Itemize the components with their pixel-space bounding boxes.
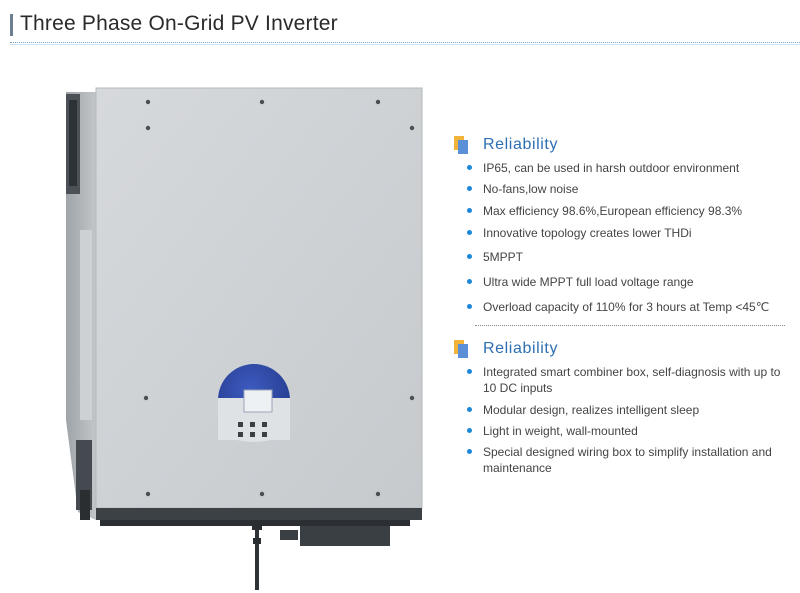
section-title: Reliability: [483, 136, 559, 153]
header-divider-light: [10, 44, 800, 45]
page-title: Three Phase On-Grid PV Inverter: [20, 12, 338, 35]
section-divider: [475, 325, 785, 326]
document-icon: [454, 136, 468, 154]
title-accent-bar: [10, 14, 13, 36]
header-divider: [10, 42, 800, 43]
list-item: Light in weight, wall-mounted: [450, 423, 790, 439]
bullet-dot-icon: [467, 165, 472, 170]
list-item: Max efficiency 98.6%,European efficiency…: [450, 203, 790, 219]
bullet-dot-icon: [467, 208, 472, 213]
bullet-dot-icon: [467, 428, 472, 433]
bullet-dot-icon: [467, 186, 472, 191]
list-item: No-fans,low noise: [450, 181, 790, 197]
list-item: Overload capacity of 110% for 3 hours at…: [450, 299, 790, 315]
section-header: Reliability: [450, 338, 790, 364]
bullet-dot-icon: [467, 304, 472, 309]
bullet-dot-icon: [467, 279, 472, 284]
page-header: Three Phase On-Grid PV Inverter: [0, 0, 800, 45]
inverter-product-image: [66, 87, 423, 590]
features-section-1: Reliability IP65, can be used in harsh o…: [450, 134, 790, 314]
features-section-2: Reliability Integrated smart combiner bo…: [450, 338, 790, 475]
list-item: Ultra wide MPPT full load voltage range: [450, 274, 790, 290]
bullet-dot-icon: [467, 254, 472, 259]
section-title: Reliability: [483, 340, 559, 357]
bullet-dot-icon: [467, 230, 472, 235]
document-icon: [454, 340, 468, 358]
bullet-dot-icon: [467, 369, 472, 374]
list-item: Integrated smart combiner box, self-diag…: [450, 364, 790, 396]
section-header: Reliability: [450, 134, 790, 160]
list-item: 5MPPT: [450, 249, 790, 265]
bullet-dot-icon: [467, 407, 472, 412]
list-item: Special designed wiring box to simplify …: [450, 444, 790, 476]
bullet-dot-icon: [467, 449, 472, 454]
list-item: IP65, can be used in harsh outdoor envir…: [450, 160, 790, 176]
list-item: Modular design, realizes intelligent sle…: [450, 402, 790, 418]
list-item: Innovative topology creates lower THDi: [450, 225, 790, 241]
